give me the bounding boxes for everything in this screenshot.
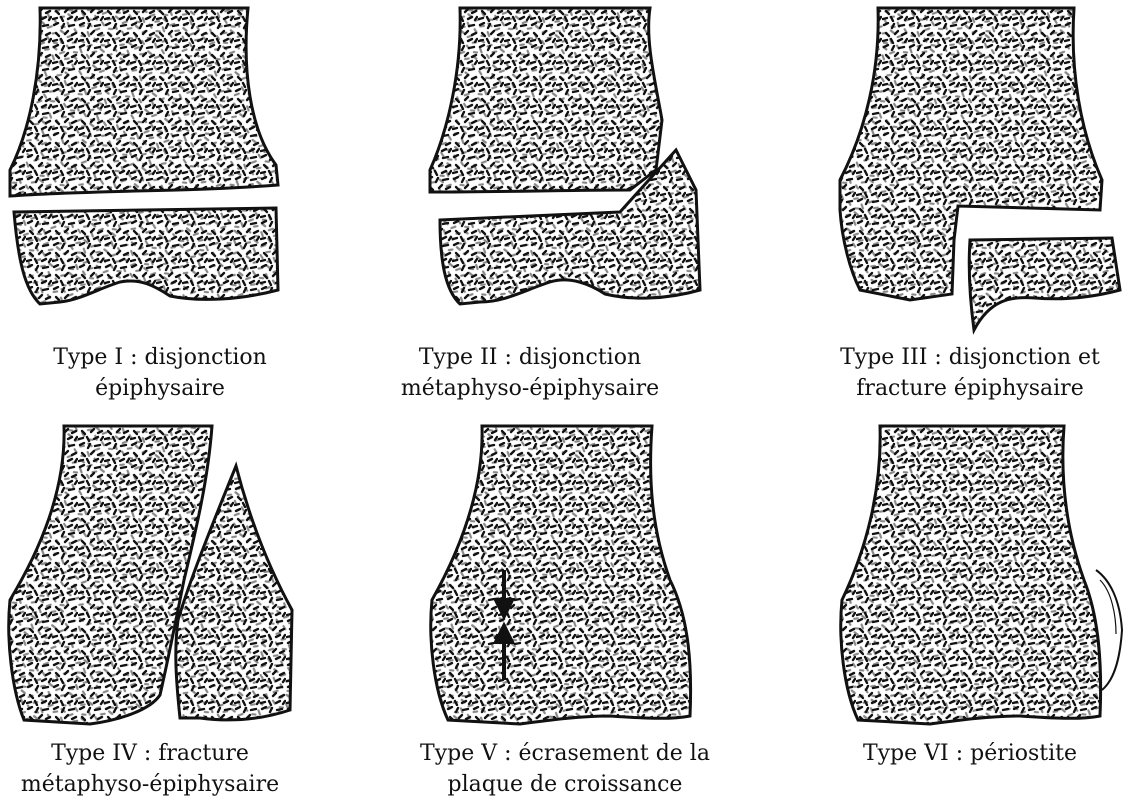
caption-type-3: Type III : disjonction et fracture épiph… bbox=[810, 342, 1128, 404]
panel-type-5: Type V : écrasement de la plaque de croi… bbox=[420, 420, 720, 807]
caption-type-6: Type VI : périostite bbox=[810, 738, 1128, 769]
caption-type-2-desc: métaphyso-épiphysaire bbox=[360, 373, 700, 404]
caption-type-5-title: Type V : écrasement de la bbox=[400, 738, 730, 769]
caption-type-5: Type V : écrasement de la plaque de croi… bbox=[400, 738, 730, 800]
panel-type-2: Type II : disjonction métaphyso-épiphysa… bbox=[400, 0, 730, 410]
caption-type-2-title: Type II : disjonction bbox=[360, 342, 700, 373]
caption-type-1-title: Type I : disjonction bbox=[0, 342, 320, 373]
caption-type-4-desc: métaphyso-épiphysaire bbox=[0, 769, 310, 800]
panel-type-4: Type IV : fracture métaphyso-épiphysaire bbox=[0, 420, 300, 807]
caption-type-4: Type IV : fracture métaphyso-épiphysaire bbox=[0, 738, 310, 800]
panel-type-1: Type I : disjonction épiphysaire bbox=[0, 0, 290, 410]
panel-type-6: Type VI : périostite bbox=[830, 420, 1128, 807]
caption-type-2: Type II : disjonction métaphyso-épiphysa… bbox=[360, 342, 700, 404]
caption-type-3-title: Type III : disjonction et bbox=[810, 342, 1128, 373]
bone-type-4-illustration bbox=[0, 420, 300, 730]
panel-type-3: Type III : disjonction et fracture épiph… bbox=[830, 0, 1128, 410]
caption-type-1-desc: épiphysaire bbox=[0, 373, 320, 404]
caption-type-4-title: Type IV : fracture bbox=[0, 738, 310, 769]
caption-type-6-title: Type VI : périostite bbox=[810, 738, 1128, 769]
bone-type-2-illustration bbox=[400, 0, 730, 330]
bone-type-1-illustration bbox=[0, 0, 290, 330]
caption-type-5-desc: plaque de croissance bbox=[400, 769, 730, 800]
bone-type-6-illustration bbox=[830, 420, 1128, 730]
bone-type-5-illustration bbox=[420, 420, 720, 730]
bone-type-3-illustration bbox=[830, 0, 1128, 330]
caption-type-1: Type I : disjonction épiphysaire bbox=[0, 342, 320, 404]
caption-type-3-desc: fracture épiphysaire bbox=[810, 373, 1128, 404]
